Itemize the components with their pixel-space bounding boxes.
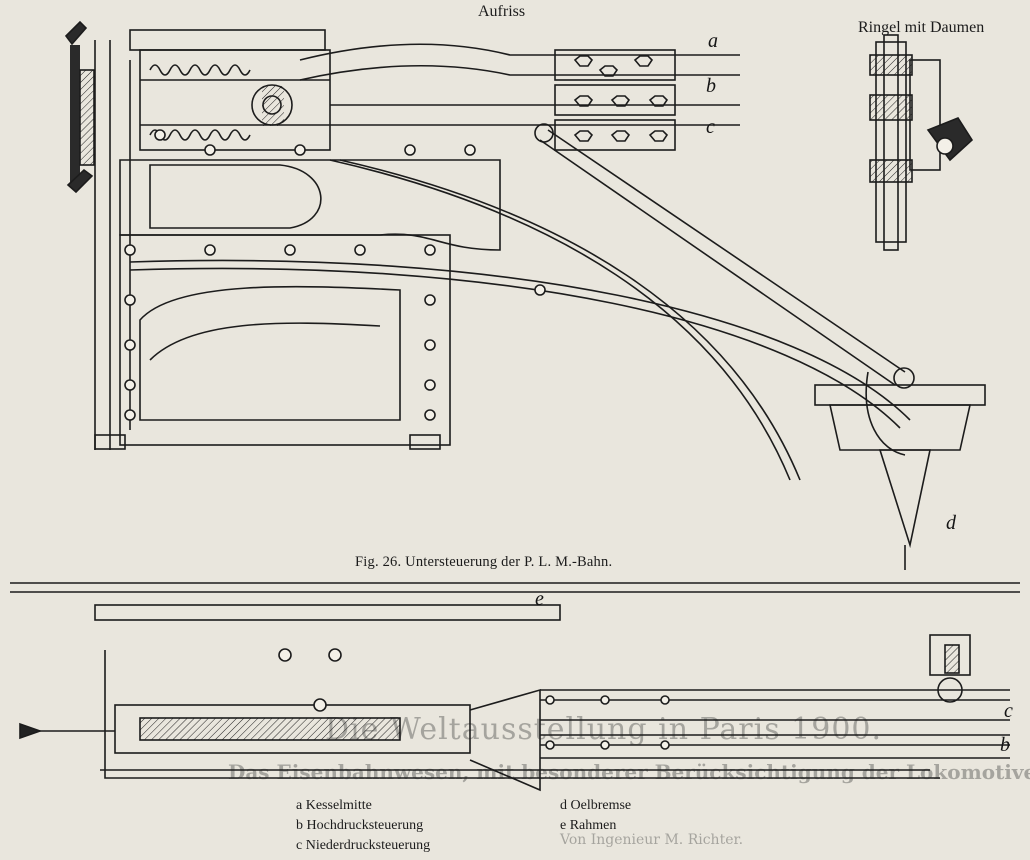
aufriss-title: Aufriss [478, 3, 526, 20]
legend-item: e Rahmen [560, 818, 617, 833]
mark-c: c [706, 116, 715, 138]
handwheel-icon [64, 20, 95, 194]
legend-left: a Kesselmitte b Hochdrucksteuerung c Nie… [296, 796, 430, 856]
mark-b: b [706, 75, 716, 97]
mark-d: d [946, 512, 956, 534]
legend-right: d Oelbremse e Rahmen [560, 796, 631, 836]
mark-b-lower: b [1000, 734, 1010, 756]
figure-caption: Fig. 26. Untersteuerung der P. L. M.-Bah… [355, 554, 613, 570]
ringel-title: Ringel mit Daumen [858, 19, 985, 36]
bleed-through-heading-2: Das Eisenbahnwesen, mit besonderer Berüc… [228, 760, 1030, 784]
bleed-through-heading-1: Die Weltausstellung in Paris 1900. [325, 712, 883, 747]
legend-item: b Hochdrucksteuerung [296, 818, 424, 833]
mark-c-lower: c [1004, 700, 1013, 722]
mark-e: e [535, 588, 544, 610]
legend-item: d Oelbremse [560, 798, 632, 813]
mark-a: a [708, 30, 718, 52]
legend-item: c Niederdrucksteuerung [296, 838, 431, 853]
bleed-through-byline: Von Ingenieur M. Richter. [560, 832, 744, 848]
legend-item: a Kesselmitte [296, 798, 372, 813]
